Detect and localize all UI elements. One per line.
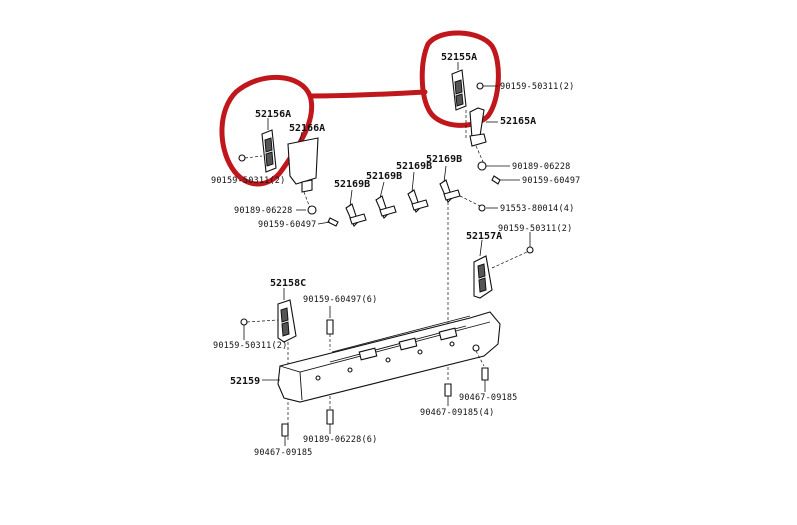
bracket-52157A: [473, 232, 534, 299]
part-label-52166A: 52166A: [289, 123, 325, 134]
clip-left: [296, 205, 339, 227]
part-label-90159-50311-left-top: 90159-50311(2): [211, 176, 285, 186]
bolt-icon: [240, 318, 248, 326]
part-label-90189-06228-left: 90189-06228: [234, 206, 293, 216]
part-label-52159: 52159: [230, 376, 260, 387]
part-label-52157A: 52157A: [466, 231, 502, 242]
part-label-90159-60497-right: 90159-60497: [522, 176, 581, 186]
part-label-52169B-2: 52169B: [366, 171, 402, 182]
part-label-91553-80014: 91553-80014(4): [500, 204, 574, 214]
part-label-52165A: 52165A: [500, 116, 536, 127]
part-label-90467-09185-mid: 90467-09185(4): [420, 408, 494, 418]
bolt-icon: [476, 82, 484, 90]
part-label-52169B-1: 52169B: [334, 179, 370, 190]
part-label-52169B-3: 52169B: [396, 161, 432, 172]
part-label-52155A: 52155A: [441, 52, 477, 63]
part-label-52156A: 52156A: [255, 109, 291, 120]
bolt-icon: [326, 409, 334, 425]
clip-right: [475, 145, 520, 185]
bracket-52165A: [465, 107, 498, 147]
bolt-icon: [444, 383, 452, 397]
bracket-52156A: [238, 118, 277, 173]
clip-icon: [478, 204, 486, 212]
red-circle-52156A: [219, 75, 315, 187]
bottom-fasteners: [281, 306, 489, 446]
bracket-52155A: [451, 62, 498, 111]
screw-icon: [327, 217, 339, 227]
part-label-52169B-4: 52169B: [426, 154, 462, 165]
part-label-90159-60497-left: 90159-60497: [258, 220, 317, 230]
part-label-90159-50311-top: 90159-50311(2): [500, 82, 574, 92]
retainers-52169B: [345, 165, 498, 380]
rear-bumper-52159: [262, 311, 501, 403]
part-label-90159-50311-right: 90159-50311(2): [498, 224, 572, 234]
bracket-52158C: [240, 288, 297, 440]
bolt-icon: [281, 423, 289, 437]
part-label-90467-09185-right: 90467-09185: [459, 393, 518, 403]
labels: 52155A 52156A 52166A 52165A 52169B 52169…: [211, 52, 581, 458]
red-connector-line: [307, 89, 428, 99]
bolt-icon: [326, 319, 334, 335]
part-label-90189-06228-bottom: 90189-06228(6): [303, 435, 377, 445]
part-label-90189-06228-right: 90189-06228: [512, 162, 571, 172]
red-markup: [219, 30, 501, 187]
part-label-90467-09185-left: 90467-09185: [254, 448, 313, 458]
bracket-52166A: [287, 131, 319, 209]
clip-icon: [477, 161, 487, 171]
part-label-90159-60497-mid: 90159-60497(6): [303, 295, 377, 305]
part-label-52158C: 52158C: [270, 278, 306, 289]
part-label-90159-50311-left: 90159-50311(2): [213, 341, 287, 351]
screw-icon: [491, 175, 501, 185]
clip-icon: [307, 205, 317, 215]
bolt-icon: [526, 246, 534, 254]
bolt-icon: [481, 367, 489, 381]
bolt-icon: [238, 154, 246, 162]
